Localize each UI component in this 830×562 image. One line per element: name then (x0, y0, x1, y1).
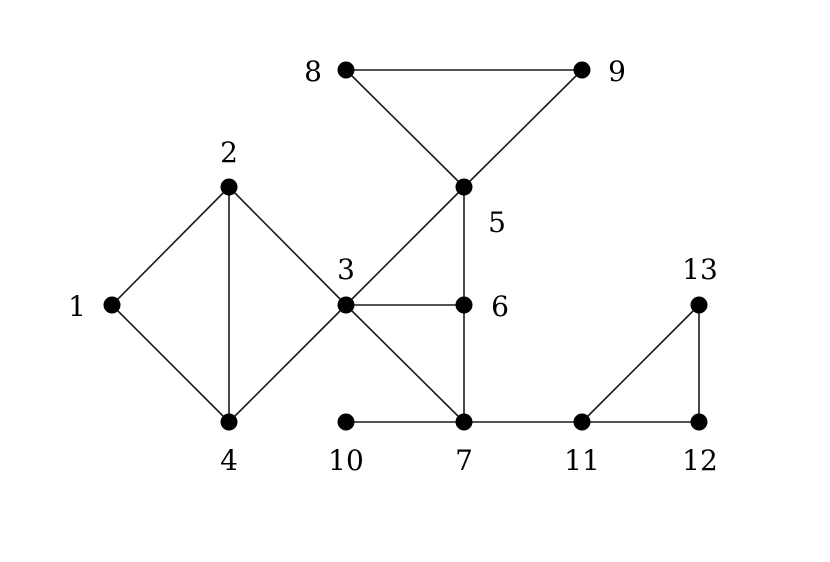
node-label-4: 4 (220, 444, 238, 477)
edge-1-4 (111, 304, 230, 423)
node-label-1: 1 (68, 290, 86, 323)
node-5 (455, 178, 473, 196)
node-label-5: 5 (488, 206, 506, 239)
nodes-layer (103, 61, 708, 431)
edge-5-8 (345, 69, 465, 188)
node-12 (690, 413, 708, 431)
node-10 (337, 413, 355, 431)
node-label-6: 6 (491, 290, 509, 323)
edges-layer (111, 69, 700, 423)
node-6 (455, 296, 473, 314)
edge-3-5 (345, 186, 465, 306)
node-2 (220, 178, 238, 196)
node-label-2: 2 (220, 136, 238, 169)
node-4 (220, 413, 238, 431)
node-8 (337, 61, 355, 79)
node-1 (103, 296, 121, 314)
node-3 (337, 296, 355, 314)
node-label-13: 13 (682, 253, 718, 286)
node-11 (573, 413, 591, 431)
node-7 (455, 413, 473, 431)
node-label-10: 10 (328, 444, 364, 477)
node-label-7: 7 (455, 444, 473, 477)
node-9 (573, 61, 591, 79)
node-label-3: 3 (337, 253, 355, 286)
node-label-11: 11 (564, 444, 600, 477)
node-label-8: 8 (304, 55, 322, 88)
edge-2-3 (228, 186, 347, 306)
edge-3-7 (345, 304, 465, 423)
edge-5-9 (463, 69, 583, 188)
edge-1-2 (111, 186, 230, 306)
node-13 (690, 296, 708, 314)
node-label-12: 12 (682, 444, 718, 477)
edge-11-13 (581, 304, 700, 423)
edge-3-4 (228, 304, 347, 423)
node-label-9: 9 (608, 55, 626, 88)
